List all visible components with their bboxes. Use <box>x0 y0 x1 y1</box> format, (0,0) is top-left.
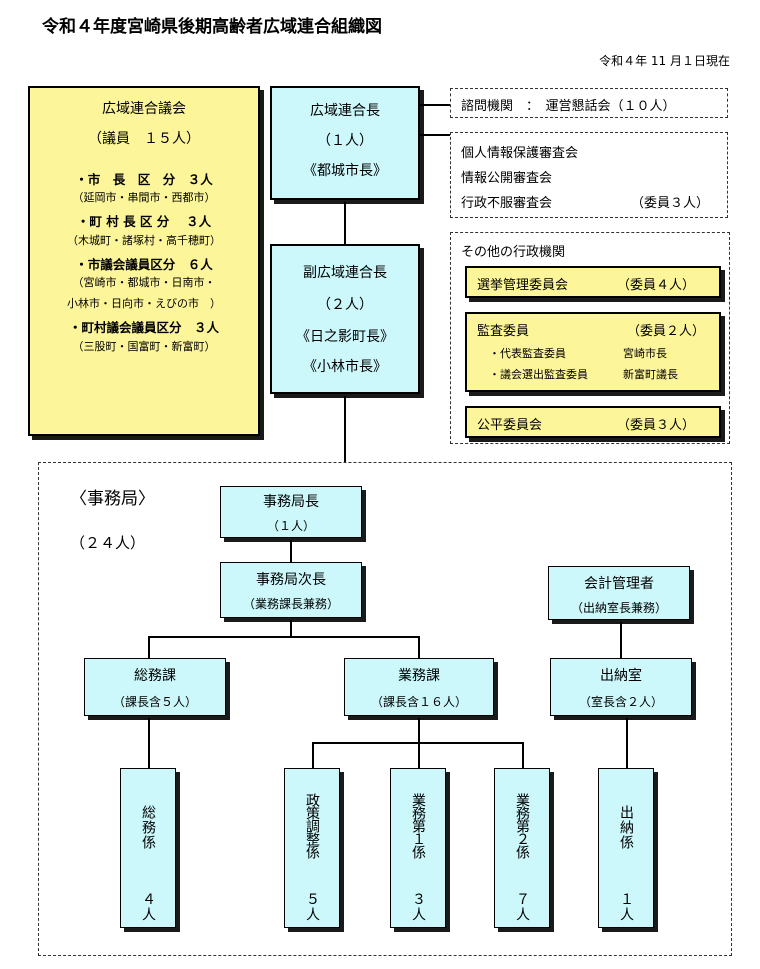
council-group-members: 小林市・日向市・えびの市 ） <box>67 297 221 311</box>
audit-committee-name: 監査委員 <box>477 324 530 339</box>
advisory-box: 諮問機関 ： 運営懇話会（１０人） <box>450 88 728 118</box>
council-group-members: （宮崎市・都城市・日南市・ <box>72 276 216 290</box>
vice-head-count: （２人） <box>317 297 373 313</box>
audit-rep-name: 宮崎市長 <box>623 347 667 360</box>
general-affairs-division-note: （課長含５人） <box>112 695 197 709</box>
council-group-label: ・町村議会議員区分 ３人 <box>68 320 219 336</box>
audit-committee-box: 監査委員 （委員２人） ・代表監査委員 宮崎市長 ・議会選出監査委員 新富町議長 <box>465 312 721 392</box>
audit-council-name: 新富町議長 <box>623 368 678 381</box>
audit-rep-label: ・代表監査委員 <box>489 347 566 360</box>
council-group-members: （木城町・諸塚村・高千穂町） <box>67 233 221 247</box>
director-title: 事務局長 <box>263 494 319 510</box>
section-box-general: 総務係 ４人 <box>120 768 176 928</box>
section-name: 出納係 <box>618 804 634 850</box>
review-committee-item: 個人情報保護審査会 <box>461 146 579 161</box>
secretariat-count: （２４人） <box>70 534 146 552</box>
vice-head-person: 《小林市長》 <box>303 359 387 375</box>
audit-council-label: ・議会選出監査委員 <box>489 368 588 381</box>
fairness-committee-members: （委員３人） <box>617 418 696 433</box>
section-name: 業務第１係 <box>410 792 426 858</box>
union-head-title: 広域連合長 <box>310 103 380 119</box>
fairness-committee-name: 公平委員会 <box>477 418 543 433</box>
vice-head-title: 副広域連合長 <box>303 265 387 281</box>
secretariat-label: 〈事務局〉 <box>70 489 155 509</box>
director-box: 事務局長 （１人） <box>220 486 362 538</box>
deputy-director-title: 事務局次長 <box>256 572 326 588</box>
review-committee-item: 行政不服審査会 <box>461 196 553 211</box>
deputy-director-note: （業務課長兼務） <box>242 597 339 611</box>
section-name: 業務第２係 <box>514 792 530 858</box>
section-box-treasury: 出納係 １人 <box>598 768 654 928</box>
section-count: ３人 <box>410 892 426 922</box>
council-group-label: ・町 村 長 区 分 ３人 <box>76 214 212 230</box>
deputy-director-box: 事務局次長 （業務課長兼務） <box>220 562 362 618</box>
election-commission-name: 選挙管理委員会 <box>477 278 569 293</box>
section-box-business-2: 業務第２係 ７人 <box>494 768 550 928</box>
section-count: ５人 <box>304 892 320 922</box>
business-division-box: 業務課 （課長含１６人） <box>344 658 494 716</box>
section-name: 総務係 <box>140 804 156 850</box>
treasury-office-note: （室長含２人） <box>578 695 663 709</box>
council-group-members: （三股町・国富町・新富町） <box>72 339 216 353</box>
general-affairs-division-box: 総務課 （課長含５人） <box>84 658 226 716</box>
audit-committee-members: （委員２人） <box>627 324 706 339</box>
union-head-box: 広域連合長 （１人） 《都城市長》 <box>270 86 420 200</box>
advisory-label: 諮問機関 ： 運営懇話会（１０人） <box>461 99 676 114</box>
council-group-members: （延岡市・串間市・西都市） <box>72 191 216 205</box>
director-count: （１人） <box>266 519 315 533</box>
business-division-title: 業務課 <box>398 668 440 684</box>
secretariat-frame <box>38 462 732 956</box>
section-count: ７人 <box>514 892 530 922</box>
union-head-count: （１人） <box>317 133 373 149</box>
treasury-office-box: 出納室 （室長含２人） <box>550 658 692 716</box>
accountant-note: （出納室長兼務） <box>570 601 667 615</box>
review-committees-box: 個人情報保護審査会 情報公開審査会 行政不服審査会 （委員３人） <box>450 132 728 218</box>
other-agencies-label: その他の行政機関 <box>461 245 566 260</box>
union-head-person: 《都城市長》 <box>303 163 387 179</box>
section-box-policy: 政策調整係 ５人 <box>284 768 340 928</box>
other-agencies-box: その他の行政機関 <box>450 232 730 444</box>
section-box-business-1: 業務第１係 ３人 <box>390 768 446 928</box>
page-title: 令和４年度宮崎県後期高齢者広域連合組織図 <box>42 17 382 37</box>
general-affairs-division-title: 総務課 <box>134 668 176 684</box>
review-committee-members: （委員３人） <box>631 196 710 211</box>
vice-head-box: 副広域連合長 （２人） 《日之影町長》 《小林市長》 <box>270 244 420 394</box>
council-members: （議員 １５人） <box>88 131 200 147</box>
as-of-date: 令和４年 11 月１日現在 <box>599 54 730 68</box>
council-name: 広域連合議会 <box>102 101 186 117</box>
fairness-committee-box: 公平委員会 （委員３人） <box>465 406 721 438</box>
election-commission-box: 選挙管理委員会 （委員４人） <box>465 266 721 298</box>
business-division-note: （課長含１６人） <box>370 695 467 709</box>
council-group-label: ・市議会議員区分 ６人 <box>75 256 213 272</box>
council-group-label: ・市 長 区 分 ３人 <box>75 172 213 187</box>
council-box: 広域連合議会 （議員 １５人） ・市 長 区 分 ３人 （延岡市・串間市・西都市… <box>28 86 260 436</box>
vice-head-person: 《日之影町長》 <box>296 329 394 345</box>
section-name: 政策調整係 <box>304 792 320 858</box>
accountant-title: 会計管理者 <box>584 576 654 592</box>
section-count: １人 <box>618 892 634 922</box>
section-count: ４人 <box>140 892 156 922</box>
treasury-office-title: 出納室 <box>600 668 642 684</box>
election-commission-members: （委員４人） <box>617 278 696 293</box>
review-committee-item: 情報公開審査会 <box>461 171 553 186</box>
accountant-box: 会計管理者 （出納室長兼務） <box>548 566 690 620</box>
